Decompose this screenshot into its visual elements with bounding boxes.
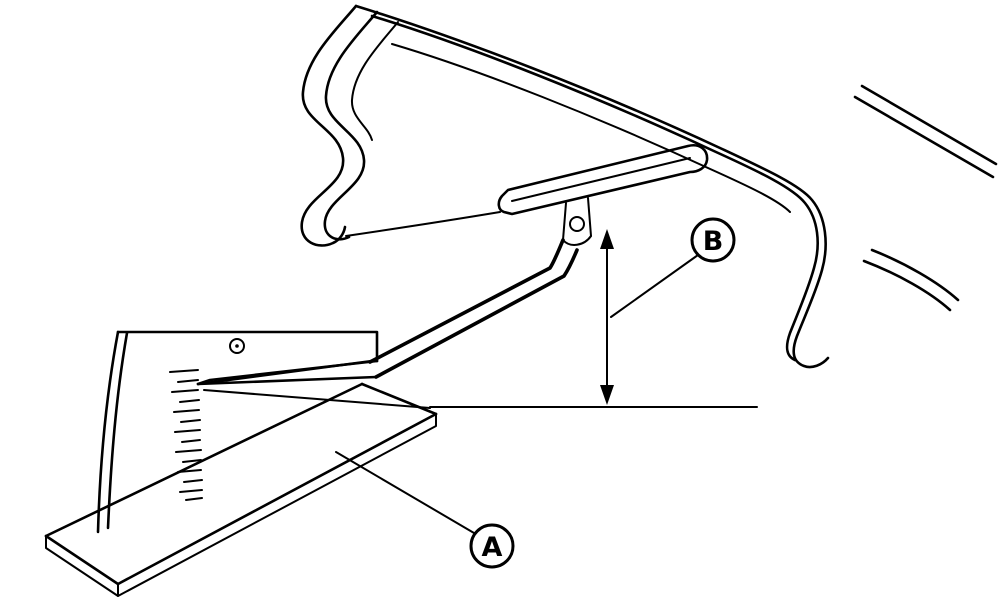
callout-b-label: B xyxy=(703,226,724,257)
panel-right-section xyxy=(853,84,998,312)
scriber-blade-top xyxy=(196,359,374,386)
callout-a-circle xyxy=(469,523,515,569)
right-section-curl-1 xyxy=(870,248,960,302)
leader-line-a xyxy=(335,451,475,534)
callout-b: B xyxy=(610,217,736,318)
panel-torn-edge xyxy=(300,4,399,247)
gauge-scale-marks xyxy=(169,369,203,501)
base-left-end xyxy=(44,534,120,586)
torn-edge-wave-3 xyxy=(350,21,399,141)
adjusting-arm xyxy=(368,238,579,379)
gauge-screw-icon xyxy=(229,338,245,354)
gauge-web-front xyxy=(96,330,120,534)
callout-a-label: A xyxy=(482,532,503,563)
support-bracket xyxy=(497,144,709,216)
clamp-side-left xyxy=(562,202,567,241)
bolt-head-icon xyxy=(569,216,585,232)
dimension-b xyxy=(429,229,758,408)
panel-top-edge-outer xyxy=(354,4,830,369)
bracket-thickness-line xyxy=(511,157,691,202)
gauge-screw-center xyxy=(235,344,239,348)
bracket-outline xyxy=(497,144,709,216)
panel-bottom-contour xyxy=(345,211,501,237)
bolt-clamp xyxy=(562,197,592,246)
right-section-line-2 xyxy=(853,95,995,179)
right-section-line-1 xyxy=(860,84,998,166)
base-right-end xyxy=(360,382,438,416)
right-section-curl-2 xyxy=(862,259,952,312)
base-thickness-left xyxy=(45,535,119,597)
scriber-blade-bottom xyxy=(196,375,378,386)
base-near-edge xyxy=(116,412,438,586)
arm-lower-line xyxy=(374,248,579,379)
arrow-head-down-icon xyxy=(600,385,614,405)
callout-b-circle xyxy=(690,217,736,263)
base-thickness-bottom xyxy=(117,413,437,597)
torn-edge-wave-2 xyxy=(323,10,379,241)
panel-hem-line xyxy=(391,43,791,213)
base-far-edge xyxy=(44,382,364,538)
callout-a: A xyxy=(335,451,515,569)
clamp-side-right xyxy=(587,197,592,237)
arrow-head-up-icon xyxy=(600,229,614,249)
gauge-tool xyxy=(44,330,438,597)
arm-upper-line xyxy=(368,238,565,364)
clamp-bottom xyxy=(562,235,592,246)
scriber-lower-bar xyxy=(203,389,431,409)
torn-edge-wave-1 xyxy=(300,4,358,247)
panel-top-edge-inner xyxy=(370,14,819,362)
leader-line-b xyxy=(610,254,699,318)
gauge-head-top-edge xyxy=(116,330,379,363)
gauge-web-back xyxy=(106,331,129,530)
body-panel xyxy=(345,4,830,369)
